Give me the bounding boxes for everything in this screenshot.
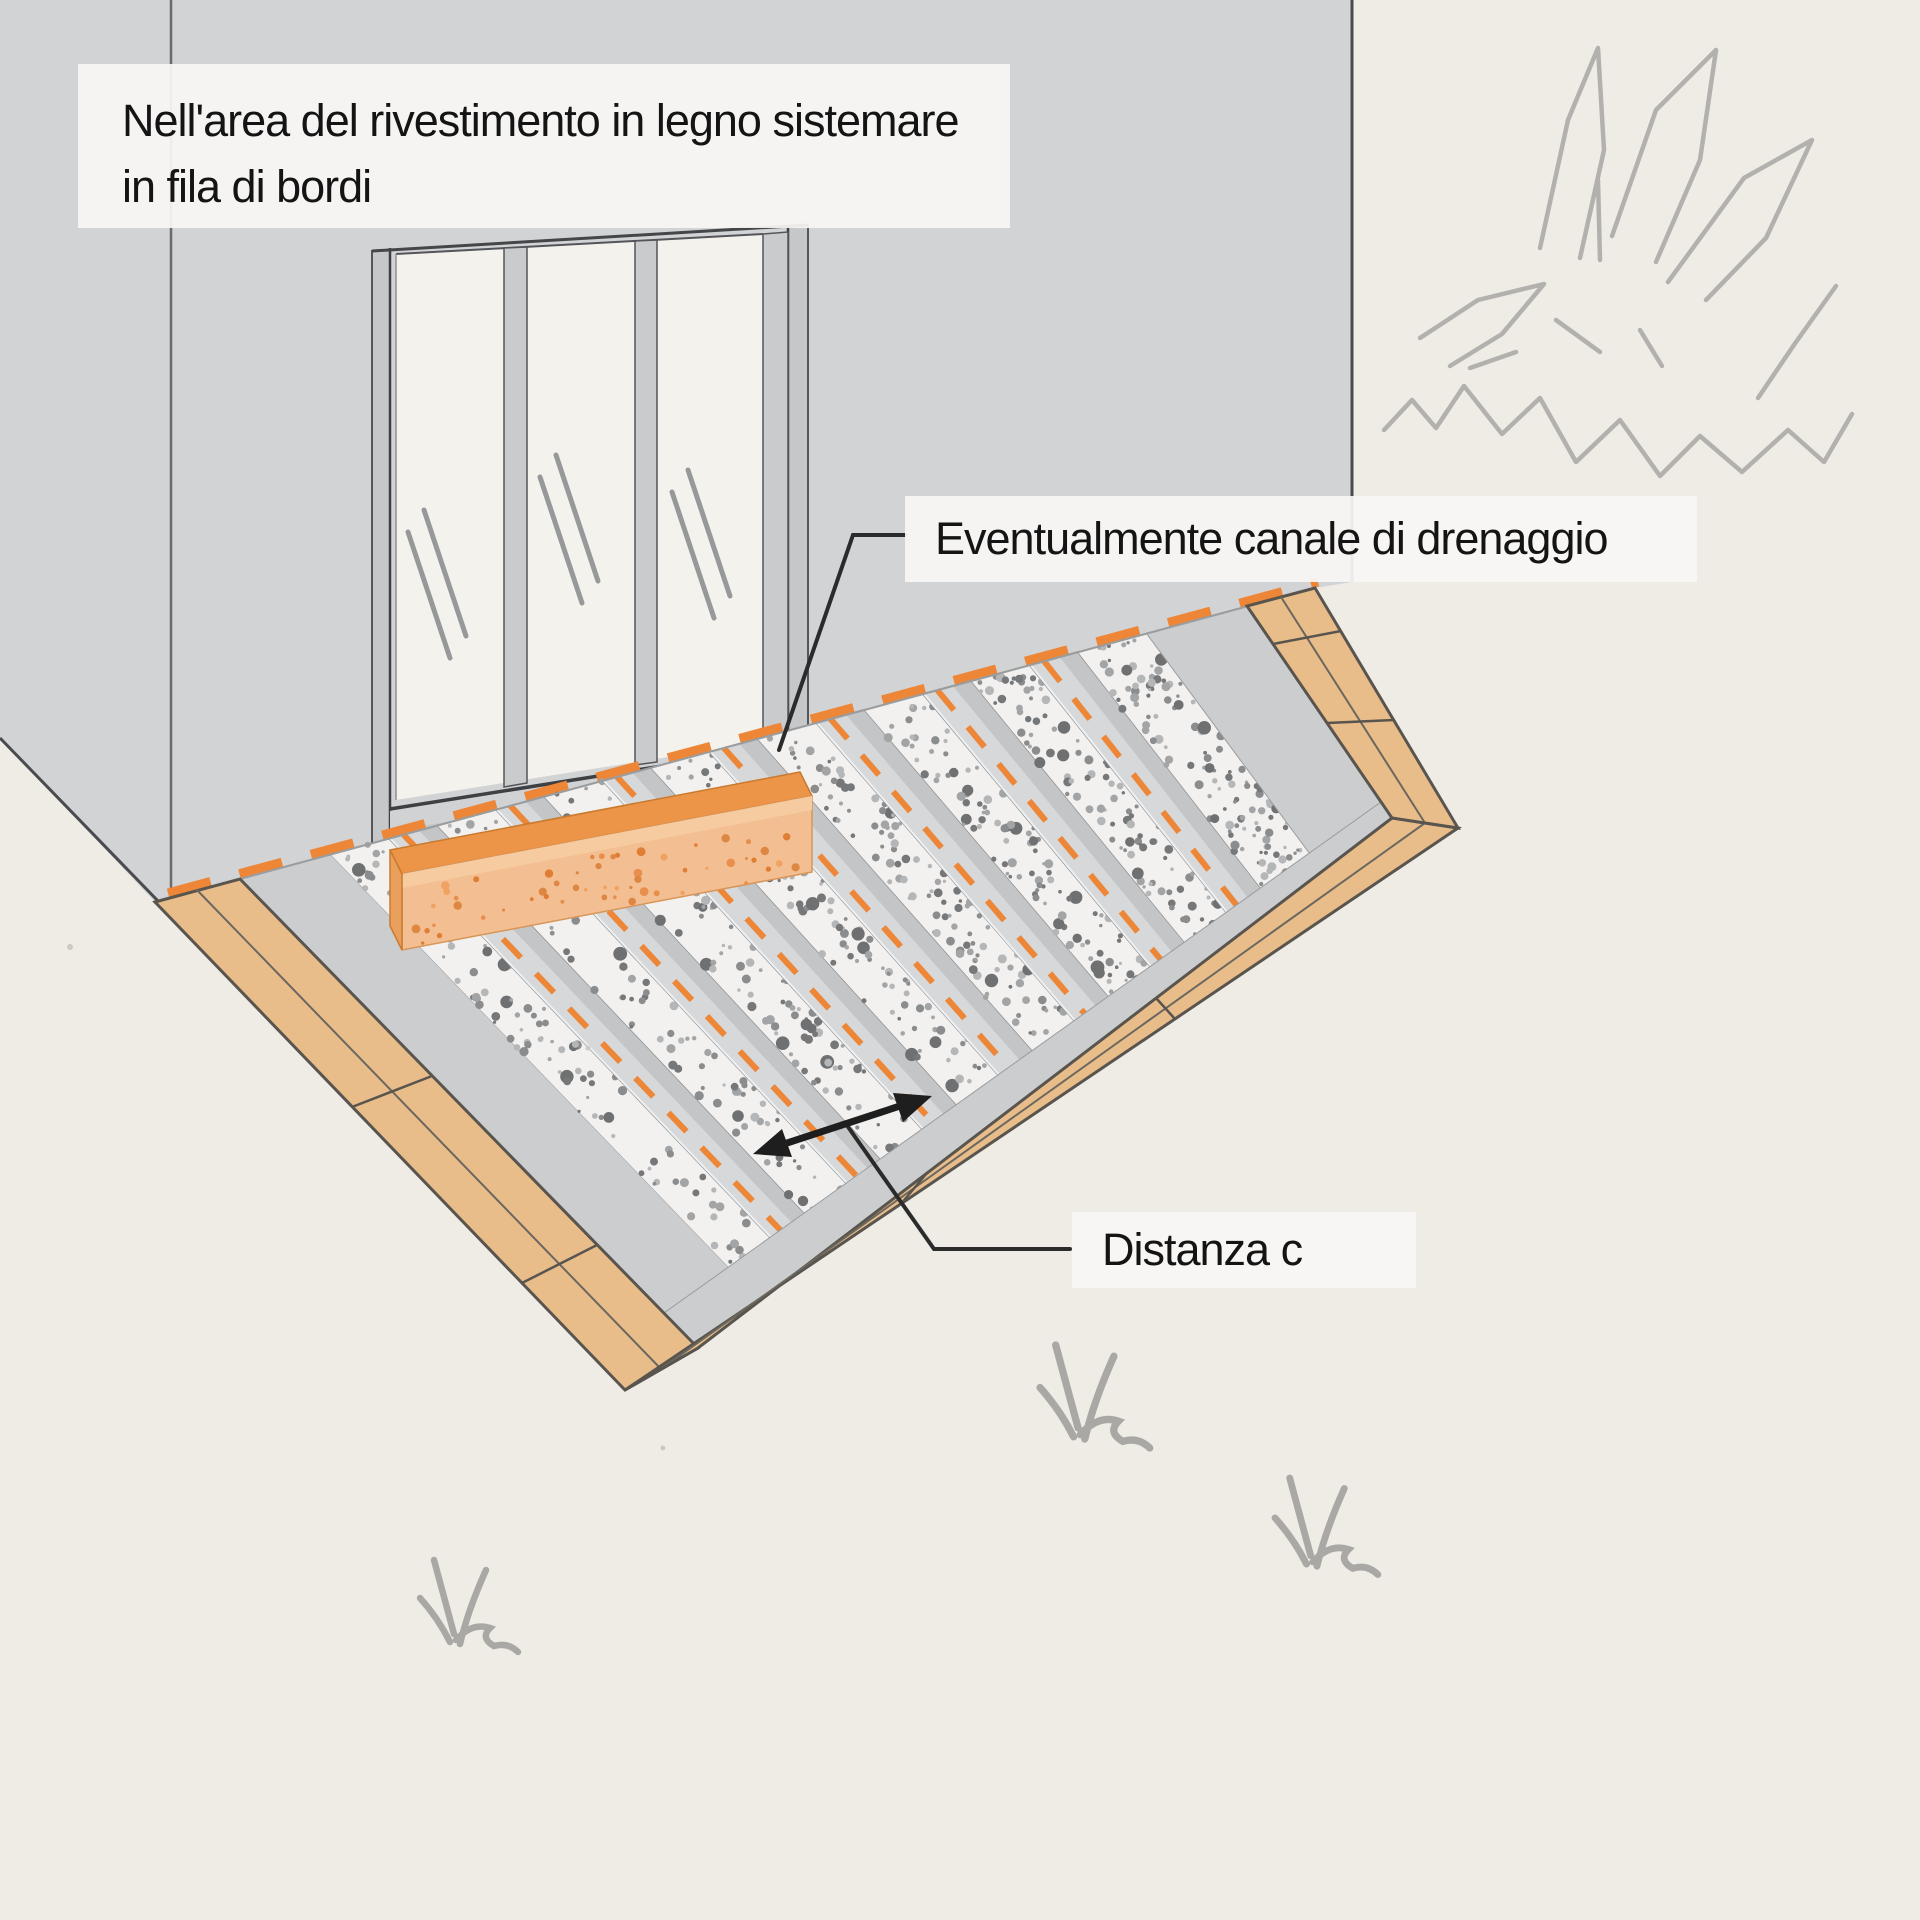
deck-border [152,586,1463,1392]
distance-note-label: Distanza c [1072,1212,1416,1288]
drainage-note-label: Eventualmente canale di drenaggio [905,496,1697,582]
joist-marking-dashes [614,774,961,1152]
grass-tuft [420,1560,518,1652]
distance-leader-line [844,1122,1072,1251]
door-lintel [371,223,809,253]
drainage-leader-line [777,533,907,752]
area-note-line1: Nell'area del rivestimento in legno sist… [122,95,960,146]
gravel-speckles [883,703,1165,1009]
glass-reflections [405,452,733,661]
joist-highlight [816,721,1097,1045]
joist-marking-dashes [828,716,1108,1040]
channel-speckles [411,833,800,945]
door-jamb-left [372,248,390,862]
door-glass [396,234,763,800]
annotation-graphics [753,533,1072,1251]
marking-dashed-line [166,577,1320,898]
joist-marking-dashes [934,688,1181,983]
grass [67,944,1378,1652]
channel-front-highlight [402,796,812,888]
joist-marking-dashes [508,803,887,1208]
joist-marking-dashes [721,745,1034,1096]
grass-tuft [1275,1478,1378,1575]
plant-sketch [1381,45,1855,479]
gravel-strip [1077,633,1323,907]
wall-base-left [0,736,160,903]
joist-highlight [922,693,1170,989]
ground-dot [660,1445,666,1451]
area-note-label: Nell'area del rivestimento in legno sist… [78,64,1010,228]
ground-dot [67,944,73,950]
joist-marking-dashes [1041,659,1255,927]
grass-tuft [1040,1345,1150,1448]
door-mullion [503,246,528,788]
gravel-speckles [1097,638,1321,896]
door-jamb-right [788,225,808,742]
channel-end-face [389,849,403,951]
joist-highlight [1029,664,1244,933]
gravel-strip [971,665,1243,964]
distance-arrow [753,1093,932,1157]
area-note-line2: in fila di bordi [122,161,372,212]
door-mullion [634,239,658,766]
ground-dot [585,1045,591,1051]
drainage-channel [388,771,814,951]
door-stile-right [762,231,789,749]
door [371,223,809,862]
